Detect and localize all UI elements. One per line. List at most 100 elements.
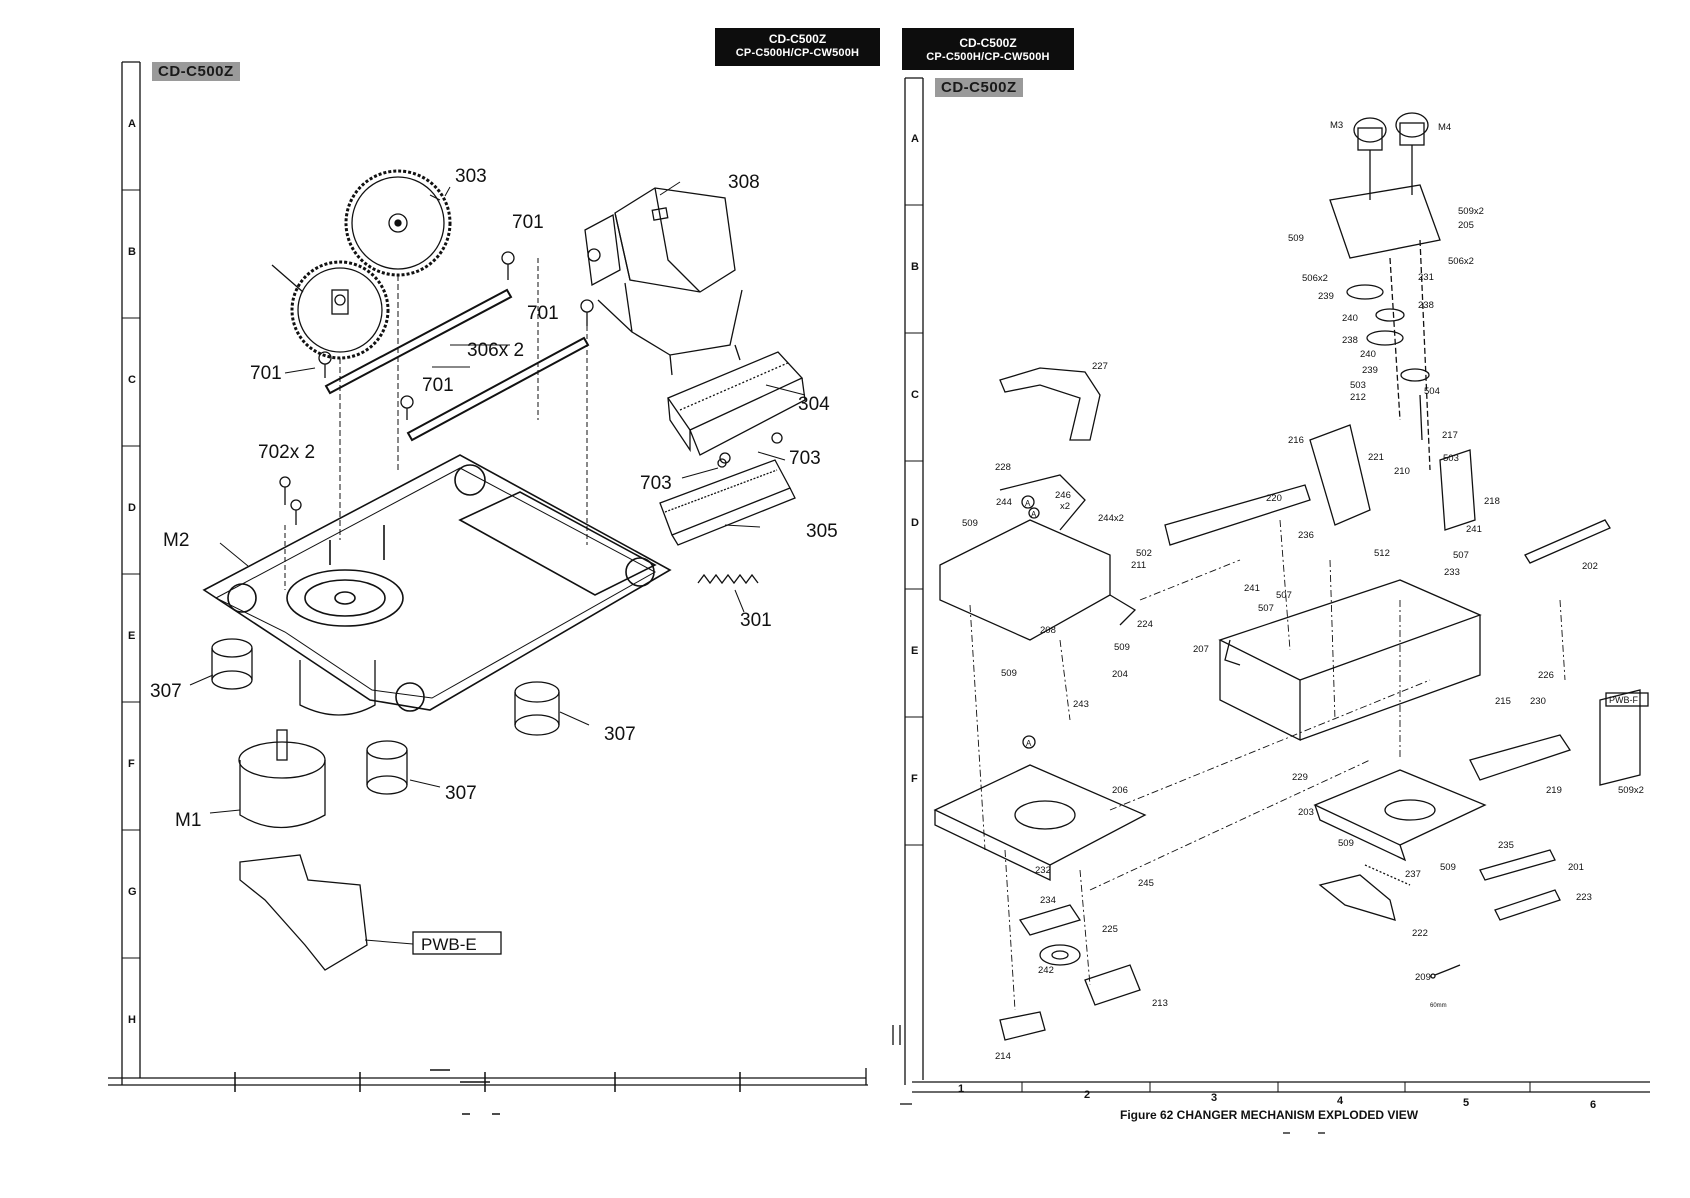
shafts-306: [324, 288, 590, 442]
col-label-2: 2: [1084, 1089, 1090, 1101]
row-label-B: B: [128, 246, 136, 258]
rack-305: [659, 459, 796, 546]
callout-503-top: 503: [1350, 380, 1366, 391]
callout-509-tray-left: 509: [1338, 838, 1354, 849]
callout-M4: M4: [1438, 122, 1451, 133]
callout-509x2-top: 509x2: [1458, 206, 1484, 217]
callout-226: 226: [1538, 670, 1554, 681]
callout-243: 243: [1073, 699, 1089, 710]
callout-703-left: 703: [640, 473, 672, 494]
callout-PWB-E: PWB-E: [421, 935, 477, 954]
callout-239-top: 239: [1318, 291, 1334, 302]
right-row-label-B: B: [911, 261, 919, 273]
header-left-variants: CP-C500H/CP-CW500H: [735, 47, 860, 59]
callout-504: 504: [1424, 386, 1440, 397]
callout-210: 210: [1394, 466, 1410, 477]
callout-307-bottom: 307: [445, 783, 477, 804]
callout-229: 229: [1292, 772, 1308, 783]
callout-PWB-F: PWB-F: [1609, 695, 1638, 705]
callout-228: 228: [995, 462, 1011, 473]
callout-509-tray-right: 509: [1440, 862, 1456, 873]
row-label-H: H: [128, 1014, 136, 1026]
right-row-label-E: E: [911, 645, 918, 657]
callout-703-right: 703: [789, 448, 821, 469]
row-label-E: E: [128, 630, 135, 642]
parts-201-223: [1479, 849, 1561, 921]
callout-224: 224: [1137, 619, 1153, 630]
callout-203: 203: [1298, 807, 1314, 818]
motor-M1: [238, 660, 376, 829]
lever-222-237: [1318, 864, 1411, 921]
callout-238-top: 238: [1418, 300, 1434, 311]
callout-M2: M2: [163, 530, 189, 551]
callout-232: 232: [1035, 865, 1051, 876]
callout-303: 303: [455, 166, 487, 187]
callout-x2: x2: [1060, 501, 1070, 512]
callout-201: 201: [1568, 862, 1584, 873]
col-label-5: 5: [1463, 1097, 1469, 1109]
callout-246: 246: [1055, 490, 1071, 501]
callout-M3: M3: [1330, 120, 1343, 131]
callout-202: 202: [1582, 561, 1598, 572]
callout-240-lower: 240: [1360, 349, 1376, 360]
callout-204: 204: [1112, 669, 1128, 680]
right-model-tag: CD-C500Z: [935, 78, 1023, 97]
callout-221: 221: [1368, 452, 1384, 463]
callout-223: 223: [1576, 892, 1592, 903]
callout-234: 234: [1040, 895, 1056, 906]
callout-701-lower: 701: [422, 375, 454, 396]
callout-239-lower: 239: [1362, 365, 1378, 376]
parts-225-242-213-214: [999, 904, 1141, 1041]
feet-307: [211, 638, 560, 795]
left-frame: [108, 61, 868, 1115]
callout-60mm: 60mm: [1430, 1003, 1447, 1009]
callout-512: 512: [1374, 548, 1390, 559]
callout-213: 213: [1152, 998, 1168, 1009]
left-model-tag: CD-C500Z: [152, 62, 240, 81]
tray-203: [1313, 769, 1487, 862]
motors-M3-M4: [1329, 112, 1441, 471]
callout-A-3: A: [1026, 739, 1032, 748]
callout-304: 304: [798, 394, 830, 415]
callout-507-mid: 507: [1276, 590, 1292, 601]
callout-507-right: 507: [1453, 550, 1469, 561]
callout-231: 231: [1418, 272, 1434, 283]
callout-208: 208: [1040, 625, 1056, 636]
callout-217: 217: [1442, 430, 1458, 441]
leader-lines-left: [189, 181, 806, 945]
callout-702: 702x 2: [258, 442, 315, 463]
callout-236: 236: [1298, 530, 1314, 541]
callout-509-e-left: 509: [1001, 668, 1017, 679]
part-labels-right-pwb-box: [1021, 495, 1649, 749]
header-right-model: CD-C500Z: [959, 36, 1017, 50]
row-label-C: C: [128, 374, 136, 386]
callout-235: 235: [1498, 840, 1514, 851]
callout-214: 214: [995, 1051, 1011, 1062]
callout-507-lower: 507: [1258, 603, 1274, 614]
gear-small: [271, 260, 390, 360]
col-label-4: 4: [1337, 1095, 1344, 1107]
main-frame-207: [1164, 424, 1611, 742]
callout-241-left: 241: [1244, 583, 1260, 594]
spring-301: [697, 573, 759, 585]
right-row-label-D: D: [911, 517, 919, 529]
callout-301: 301: [740, 610, 772, 631]
callout-509x2-bottom: 509x2: [1618, 785, 1644, 796]
rack-304: [667, 351, 806, 456]
gears-239-240: [1346, 284, 1430, 441]
callout-209: 209: [1415, 972, 1431, 983]
row-label-F: F: [128, 758, 135, 770]
callout-222: 222: [1412, 928, 1428, 939]
callout-509-e-upper: 509: [1114, 642, 1130, 653]
callout-220: 220: [1266, 493, 1282, 504]
callout-206: 206: [1112, 785, 1128, 796]
pickup-308: [584, 187, 743, 376]
callout-308: 308: [728, 172, 760, 193]
pwb-e-board: [239, 854, 368, 971]
figure-caption: Figure 62 CHANGER MECHANISM EXPLODED VIE…: [1120, 1108, 1419, 1122]
col-label-1: 1: [958, 1083, 964, 1095]
header-left-model: CD-C500Z: [768, 32, 827, 46]
callout-242: 242: [1038, 965, 1054, 976]
col-label-3: 3: [1211, 1092, 1217, 1104]
